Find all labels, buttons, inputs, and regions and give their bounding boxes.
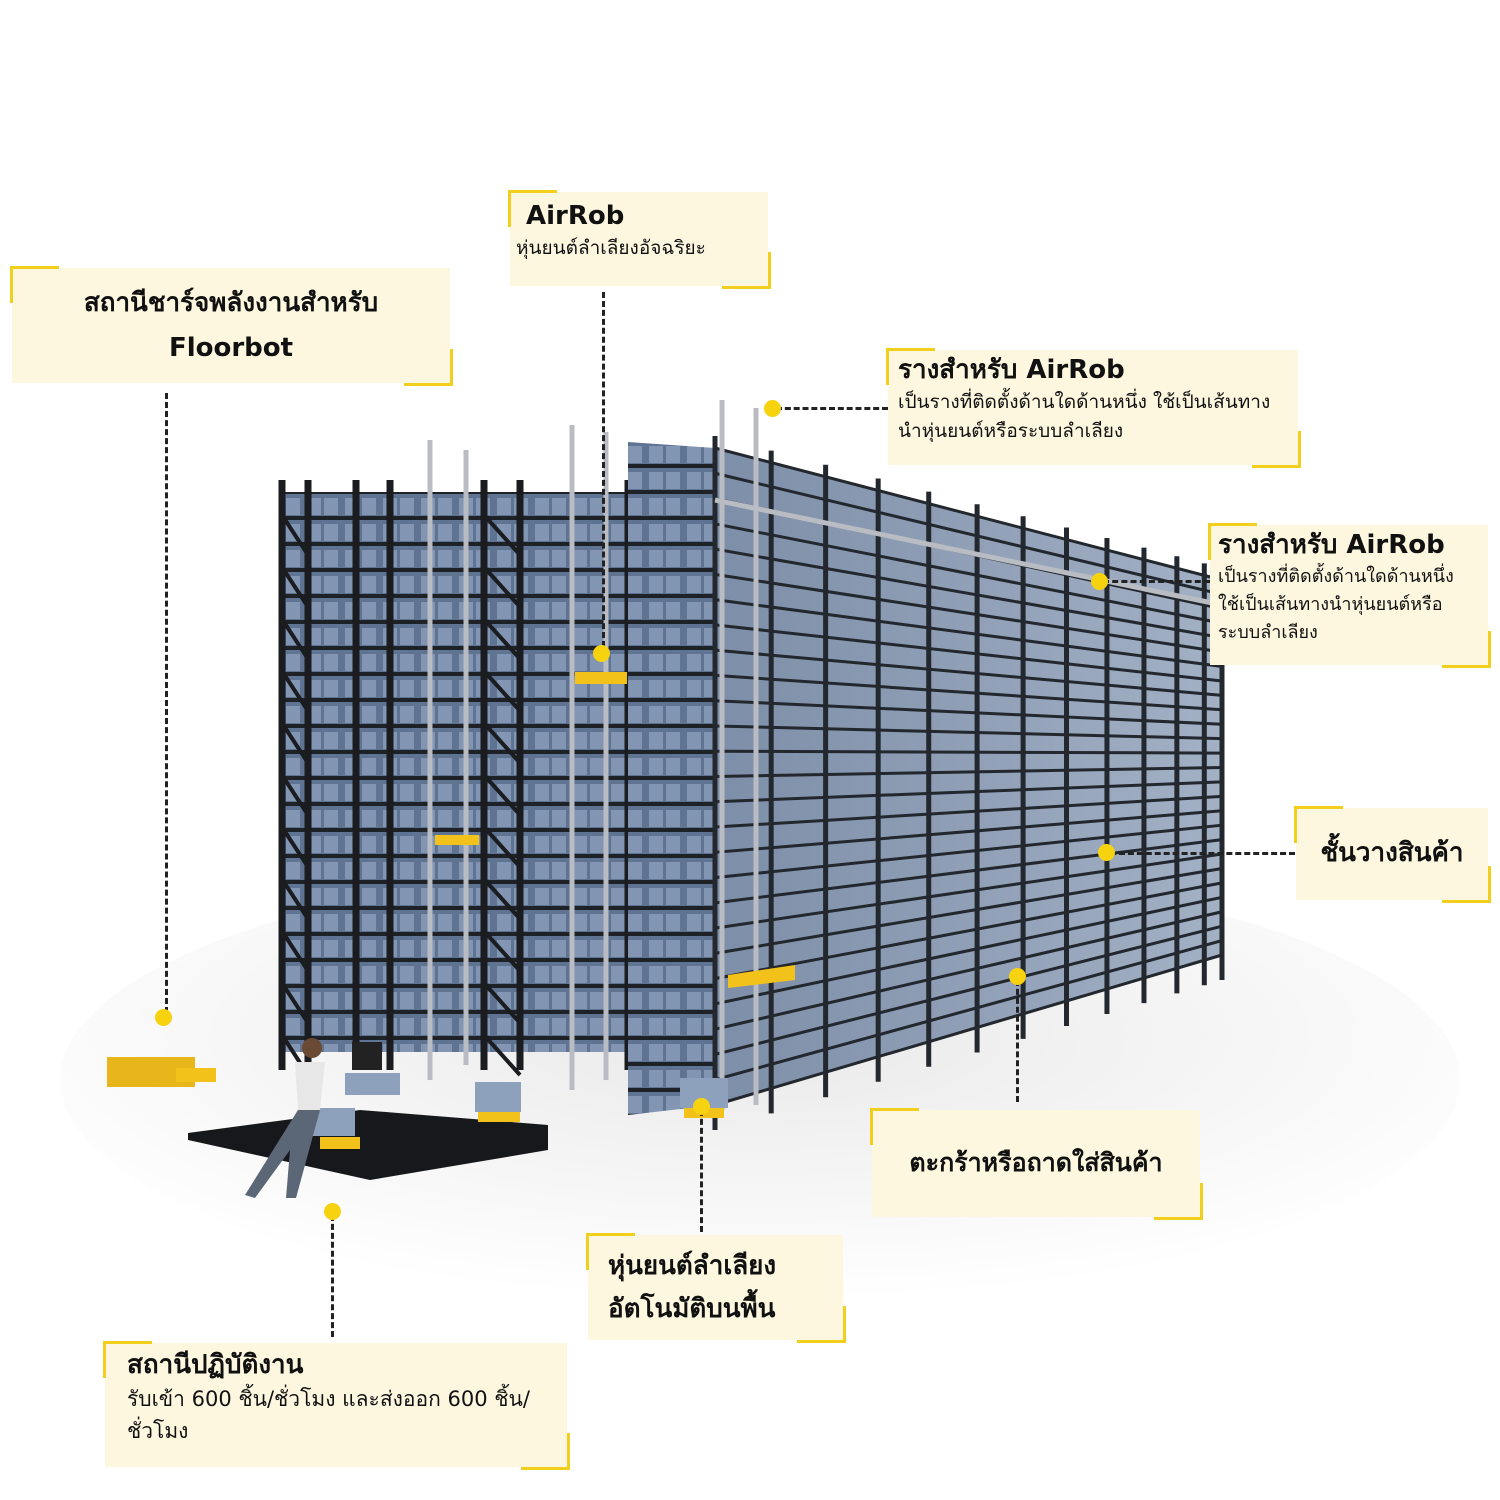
label-floor-robot: หุ่นยนต์ลำเลียงอัตโนมัติบนพื้น — [586, 1233, 846, 1343]
marker-charging — [155, 1009, 172, 1026]
rack-beam — [714, 673, 1223, 712]
rack-beam — [280, 825, 310, 869]
connector-basket — [1016, 980, 1019, 1102]
rack-beam — [714, 572, 1223, 654]
airrob-rails — [427, 400, 1223, 1110]
floor-robot-title: หุ่นยนต์ลำเลียงอัตโนมัติบนพื้น — [608, 1250, 777, 1324]
main-rack-block — [628, 436, 1225, 1130]
rail-top-description: เป็นรางที่ติดตั้งด้านใดด้านหนึ่ง ใช้เป็น… — [898, 390, 1271, 443]
rack-beam — [714, 924, 1223, 1056]
rack-beam — [482, 929, 522, 973]
rack-beam — [714, 699, 1223, 726]
rack-beam — [482, 877, 522, 921]
operator-figure — [245, 1038, 325, 1198]
rack-beam — [482, 565, 522, 609]
rack-beam — [714, 471, 1223, 596]
rack-beam — [714, 939, 1223, 1082]
marker-basket — [1009, 968, 1026, 985]
shelf-title: ชั้นวางสินค้า — [1320, 838, 1464, 869]
rack-beam — [714, 953, 1223, 1107]
rack-beam — [280, 721, 310, 765]
rail-side-title: รางสำหรับ AirRob — [1218, 530, 1445, 560]
rack-beam — [482, 825, 522, 869]
label-charging-station: สถานีชาร์จพลังงานสำหรับ Floorbot — [10, 266, 453, 386]
connector-shelf — [1110, 852, 1295, 855]
rack-beam — [280, 513, 310, 557]
rail-top-title: รางสำหรับ AirRob — [898, 355, 1125, 385]
rack-beam — [714, 838, 1223, 905]
rack-beam — [714, 648, 1223, 697]
rack-beam — [714, 446, 1223, 582]
rack-beam — [714, 598, 1223, 669]
rack-beam — [714, 547, 1223, 640]
rack-beam — [714, 881, 1223, 981]
label-airrob: AirRob หุ่นยนต์ลำเลียงอัจฉริยะ — [508, 190, 771, 289]
rack-beam — [714, 866, 1223, 955]
rack-beam — [714, 766, 1223, 778]
rack-beam — [280, 565, 310, 609]
connector-floor-robot — [700, 1110, 703, 1232]
rack-beam — [714, 724, 1223, 741]
rack-beam — [482, 617, 522, 661]
connector-workstation — [331, 1215, 334, 1337]
rack-beam — [482, 513, 522, 557]
rack-beam — [714, 794, 1223, 829]
airrob-robots — [435, 672, 795, 988]
workstation-description: รับเข้า 600 ชิ้น/ชั่วโมง และส่งออก 600 ช… — [127, 1386, 530, 1444]
marker-floor-robot — [693, 1098, 710, 1115]
rack-beam — [482, 721, 522, 765]
rack-beam — [714, 852, 1223, 930]
rack-beam — [714, 780, 1223, 804]
rack-beam — [280, 669, 310, 713]
marker-rail-side — [1091, 573, 1108, 590]
rack-beam — [280, 877, 310, 921]
rack-beam — [482, 669, 522, 713]
rack-beam — [280, 981, 310, 1025]
rack-beam — [482, 1033, 522, 1077]
rack-beam — [714, 910, 1223, 1031]
marker-shelf — [1098, 844, 1115, 861]
connector-charging — [165, 393, 168, 1013]
charging-station-title: สถานีชาร์จพลังงานสำหรับ Floorbot — [83, 288, 379, 363]
label-workstation: สถานีปฏิบัติงาน รับเข้า 600 ชิ้น/ชั่วโมง… — [103, 1341, 570, 1470]
airrob-description: หุ่นยนต์ลำเลียงอัจฉริยะ — [516, 236, 706, 259]
rack-beam — [714, 522, 1223, 625]
label-shelf: ชั้นวางสินค้า — [1294, 806, 1491, 903]
rack-beam — [280, 773, 310, 817]
marker-rail-top — [764, 400, 781, 417]
connector-airrob — [602, 292, 605, 647]
airrob-title: AirRob — [526, 201, 625, 231]
label-rail-side: รางสำหรับ AirRob เป็นรางที่ติดตั้งด้านใด… — [1208, 523, 1491, 668]
rack-beam — [482, 981, 522, 1025]
rack-beam — [714, 895, 1223, 1006]
connector-rail-side — [1103, 580, 1210, 583]
marker-airrob — [593, 645, 610, 662]
marker-workstation — [324, 1203, 341, 1220]
rack-beam — [714, 823, 1223, 880]
rack-beam — [714, 809, 1223, 854]
rack-beam — [714, 623, 1223, 683]
label-basket: ตะกร้าหรือถาดใส่สินค้า — [870, 1108, 1203, 1220]
workstation-title: สถานีปฏิบัติงาน — [127, 1350, 304, 1380]
rack-beam — [280, 929, 310, 973]
rack-beam — [714, 749, 1223, 755]
connector-rail-top — [776, 407, 888, 410]
rail-side-description: เป็นรางที่ติดตั้งด้านใดด้านหนึ่ง ใช้เป็น… — [1218, 565, 1454, 643]
charging-station — [107, 1057, 216, 1087]
rack-beam — [482, 773, 522, 817]
rack-beam — [280, 617, 310, 661]
label-rail-top: รางสำหรับ AirRob เป็นรางที่ติดตั้งด้านใด… — [886, 348, 1301, 468]
basket-title: ตะกร้าหรือถาดใส่สินค้า — [909, 1148, 1163, 1178]
